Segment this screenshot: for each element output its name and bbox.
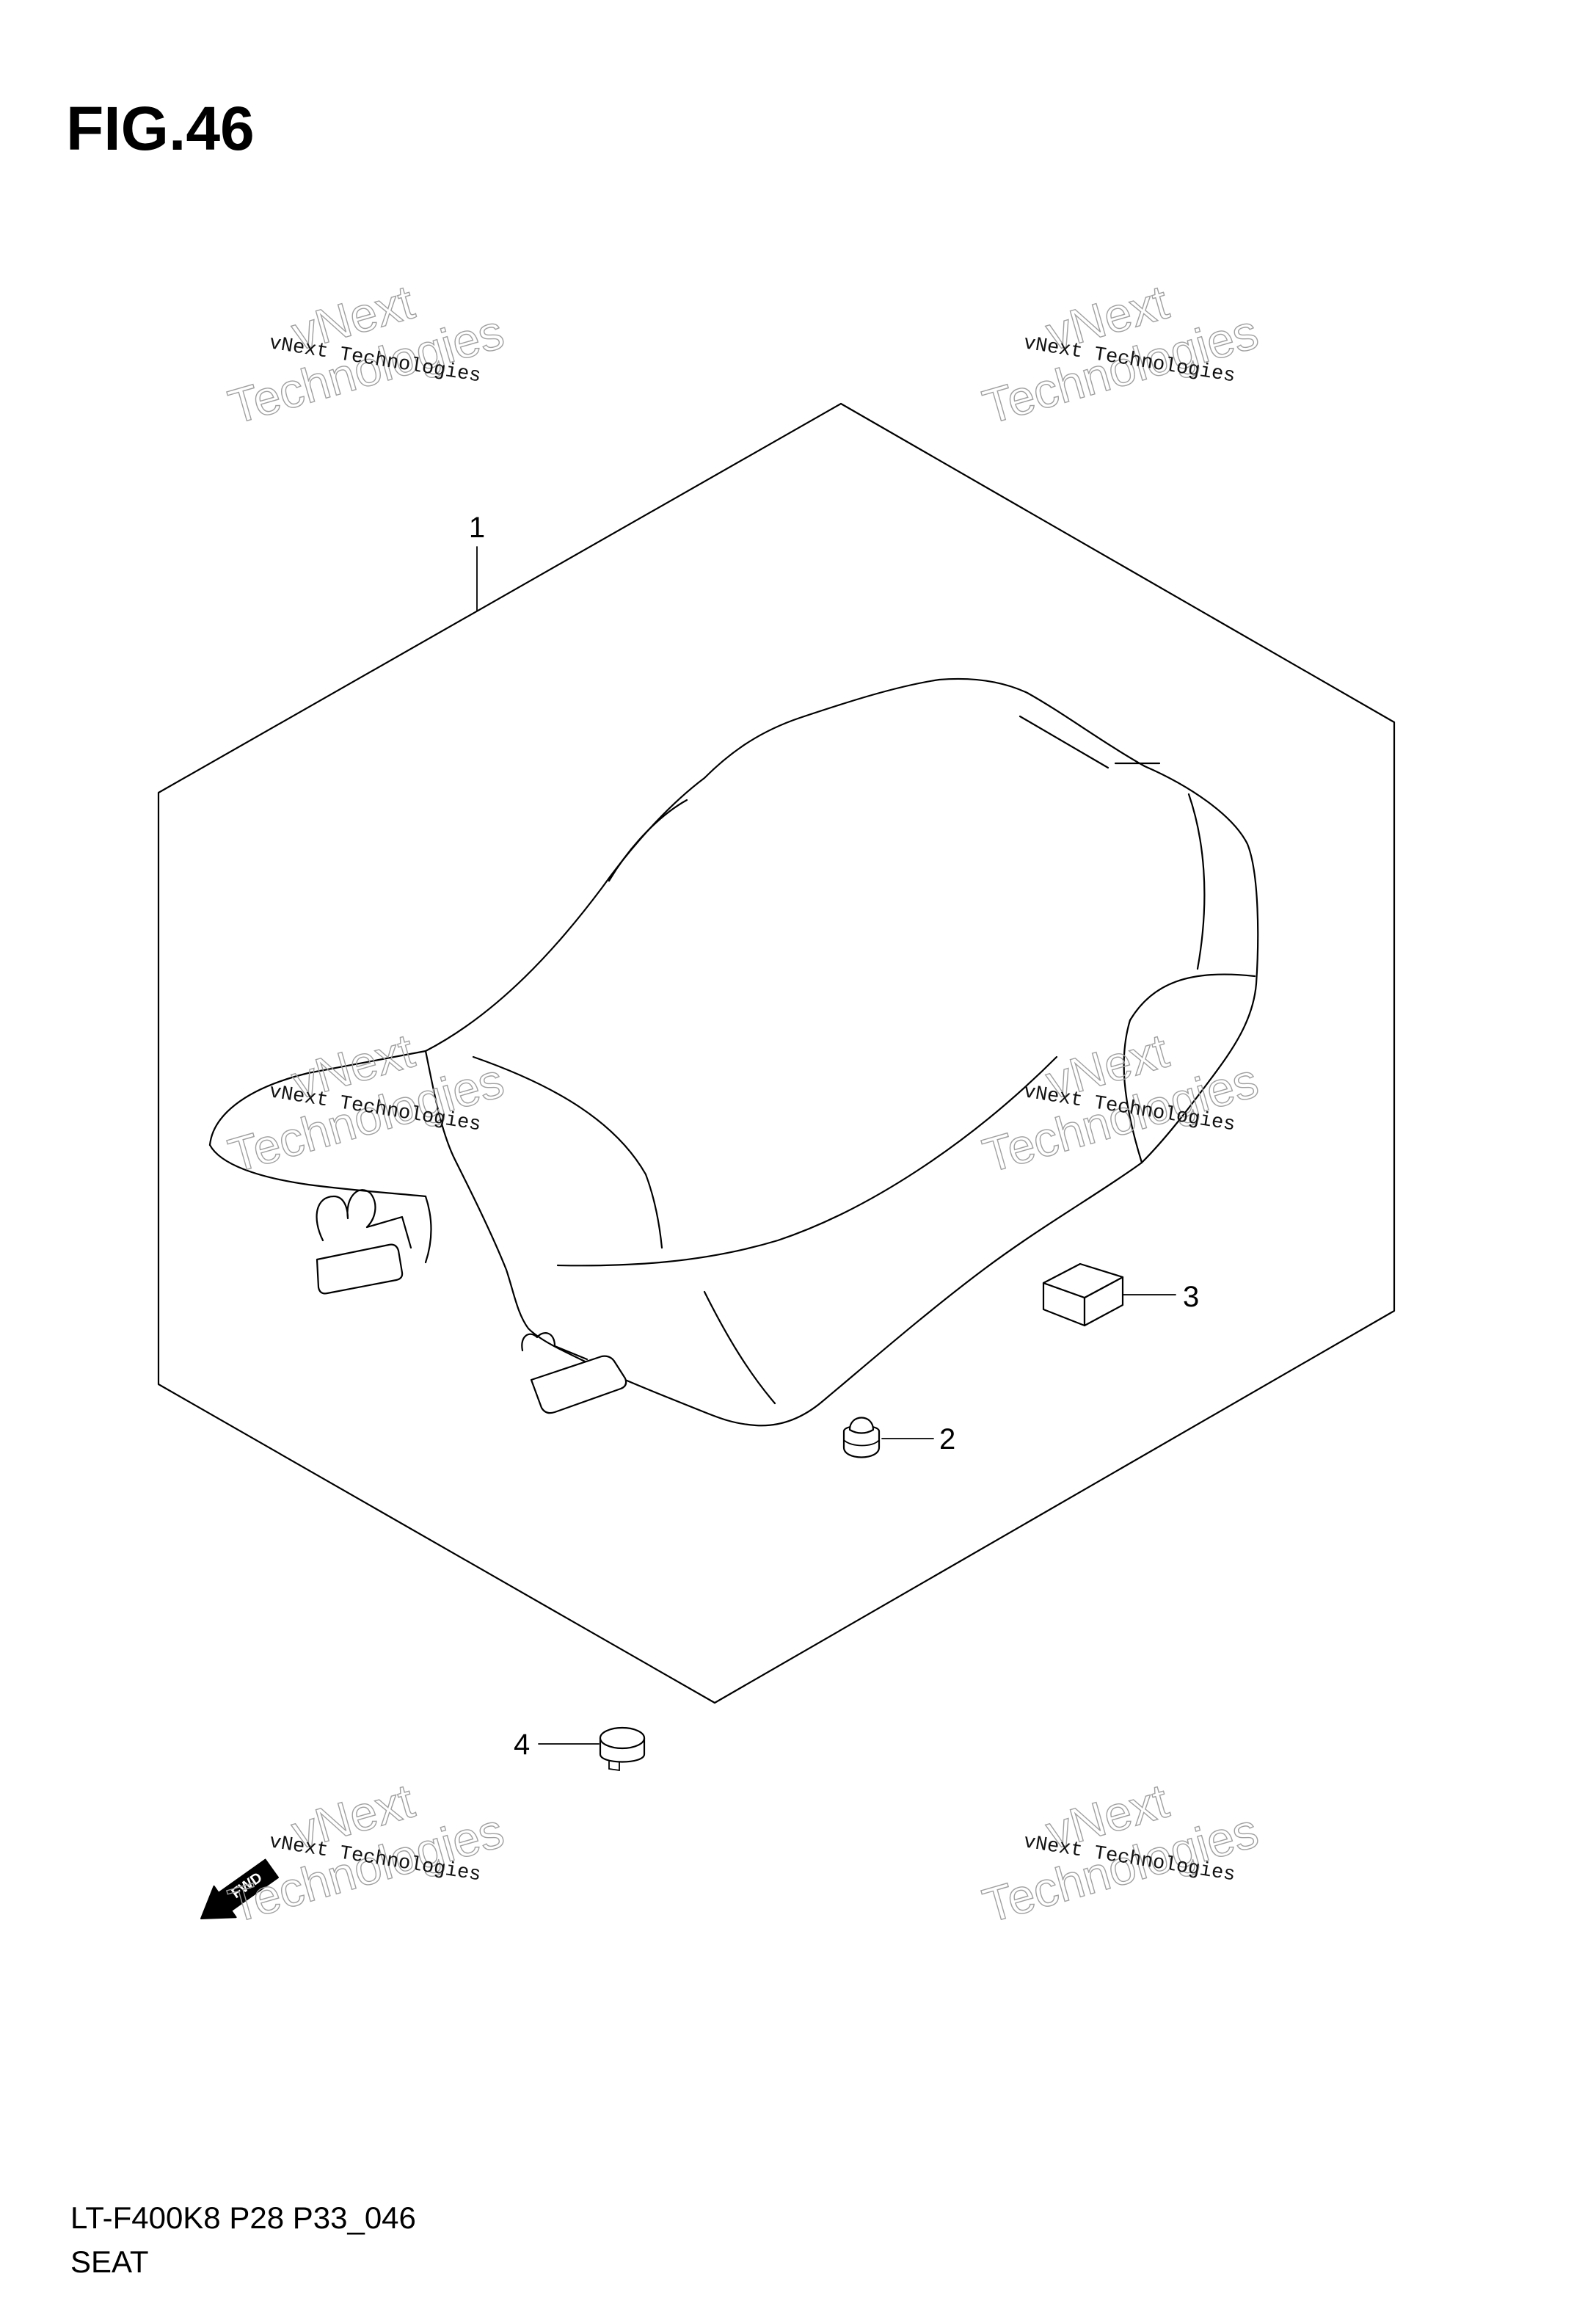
part-2-clip — [842, 1417, 881, 1458]
rear-bracket-fingers — [521, 1332, 556, 1352]
part-2-rim — [843, 1439, 880, 1447]
rear-bracket-arm — [553, 1345, 589, 1361]
footer-model-code: LT-F400K8 P28 P33_046 — [70, 2200, 416, 2235]
seat-front-groove — [556, 1055, 1058, 1267]
seat-front-bracket — [316, 1189, 412, 1295]
seat-rear-inner-line — [1187, 793, 1206, 970]
forward-arrow-icon — [200, 1858, 279, 1919]
figure-title: FIG.46 — [66, 94, 255, 163]
part-4-cap — [599, 1726, 646, 1772]
watermark: vNext Technologies vNext Technologies — [977, 274, 1264, 435]
watermark: vNext Technologies vNext Technologies — [222, 274, 510, 435]
seat-top-outline — [424, 677, 1259, 1427]
seat-front-surface-edge — [472, 1055, 663, 1249]
seat-front-lip-top — [208, 1050, 427, 1146]
seat-rear-strip-line — [1019, 715, 1109, 769]
seat-rear-lower-curve — [1123, 1019, 1143, 1164]
part-4-stub — [608, 1761, 620, 1772]
seat-side-crease — [703, 1290, 776, 1405]
callout-1-number: 1 — [469, 512, 485, 544]
front-bracket-arm — [365, 1215, 412, 1249]
footer-section-name: SEAT — [70, 2244, 149, 2279]
seat-front-lip-side — [424, 1195, 432, 1264]
seat-rear-side-curve — [1129, 973, 1256, 1022]
part-3-cushion — [1042, 1262, 1124, 1327]
rear-bracket-tab — [530, 1355, 627, 1414]
seat-front-lip-bottom — [208, 1144, 427, 1198]
seat-rear-bracket — [521, 1332, 627, 1414]
callout-3-number: 3 — [1183, 1281, 1199, 1313]
callout-4: 4 — [514, 1728, 600, 1761]
callout-2-number: 2 — [939, 1423, 955, 1455]
watermark: vNext Technologies vNext Technologies — [977, 1773, 1264, 1933]
part-4-top — [599, 1726, 646, 1750]
part-3-top-face — [1042, 1262, 1124, 1299]
seat-drawing — [208, 677, 1259, 1427]
seat-left-inner-edge — [608, 799, 688, 882]
front-bracket-fingers — [316, 1189, 376, 1242]
callout-4-number: 4 — [514, 1728, 530, 1761]
callout-2: 2 — [881, 1423, 955, 1455]
front-bracket-tab — [316, 1243, 404, 1295]
watermark: vNext Technologies vNext Technologies — [222, 1022, 510, 1183]
callout-3: 3 — [1122, 1281, 1199, 1313]
part-2-dome — [848, 1417, 875, 1434]
watermark: vNext Technologies vNext Technologies — [977, 1022, 1264, 1183]
watermark: vNext Technologies vNext Technologies — [222, 1773, 510, 1933]
assembly-boundary-hexagon — [157, 402, 1396, 1704]
callout-1: 1 — [469, 512, 485, 611]
